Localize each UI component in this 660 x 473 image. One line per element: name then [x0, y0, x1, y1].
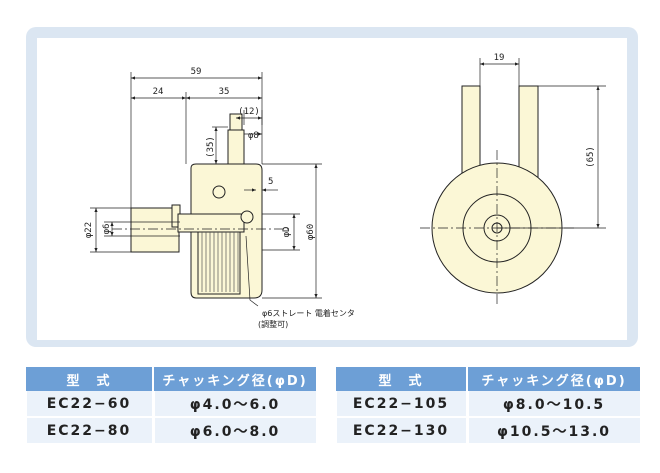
dim-65: (65) — [586, 146, 596, 168]
housing-bolt — [212, 185, 226, 199]
table-row: EC22−105 φ8.0〜10.5 — [336, 390, 640, 418]
front-dimension-lines — [420, 58, 606, 305]
range-cell: φ4.0〜6.0 — [154, 390, 316, 418]
dim-5: 5 — [268, 177, 273, 187]
header-range: チャッキング径(φD) — [154, 367, 316, 391]
range-cell: φ6.0〜8.0 — [154, 417, 316, 445]
header-range: チャッキング径(φD) — [468, 367, 640, 391]
top-shaft — [227, 129, 245, 165]
spec-table-left: 型 式 チャッキング径(φD) EC22−60 φ4.0〜6.0 EC22−80… — [26, 367, 316, 445]
header-model: 型 式 — [336, 367, 466, 391]
dim-phiD: φD — [282, 227, 292, 238]
side-screw — [240, 210, 254, 224]
table-row: EC22−130 φ10.5〜13.0 — [336, 417, 640, 445]
table-row: EC22−80 φ6.0〜8.0 — [26, 417, 316, 445]
knurled-ring — [197, 229, 241, 295]
shank — [130, 207, 180, 253]
range-cell: φ10.5〜13.0 — [468, 417, 640, 445]
collet-nose — [177, 213, 245, 233]
dim-59: 59 — [191, 67, 202, 77]
dim-35: 35 — [219, 87, 230, 97]
dim-24: 24 — [153, 87, 164, 97]
dim-19: 19 — [494, 53, 505, 63]
dim-phi22: φ22 — [84, 222, 94, 238]
model-cell: EC22−130 — [336, 417, 466, 445]
header-model: 型 式 — [26, 367, 152, 391]
table-row: EC22−60 φ4.0〜6.0 — [26, 390, 316, 418]
dim-phi60: φ60 — [306, 224, 316, 240]
dim-35-vertical: (35) — [206, 136, 216, 158]
dim-12: (12) — [238, 107, 260, 117]
side-dimension-lines — [90, 72, 322, 307]
dim-phi6: φ6 — [102, 224, 112, 235]
dim-phi8: φ8 — [248, 131, 259, 141]
model-cell: EC22−60 — [26, 390, 152, 418]
spec-table-right: 型 式 チャッキング径(φD) EC22−105 φ8.0〜10.5 EC22−… — [336, 367, 640, 445]
callout-line2: (調整可) — [258, 319, 288, 329]
model-cell: EC22−80 — [26, 417, 152, 445]
knurl-lines — [201, 232, 239, 292]
model-cell: EC22−105 — [336, 390, 466, 418]
callout-line1: φ6ストレート 電着センタ — [262, 308, 355, 318]
range-cell: φ8.0〜10.5 — [468, 390, 640, 418]
side-view — [130, 113, 263, 299]
